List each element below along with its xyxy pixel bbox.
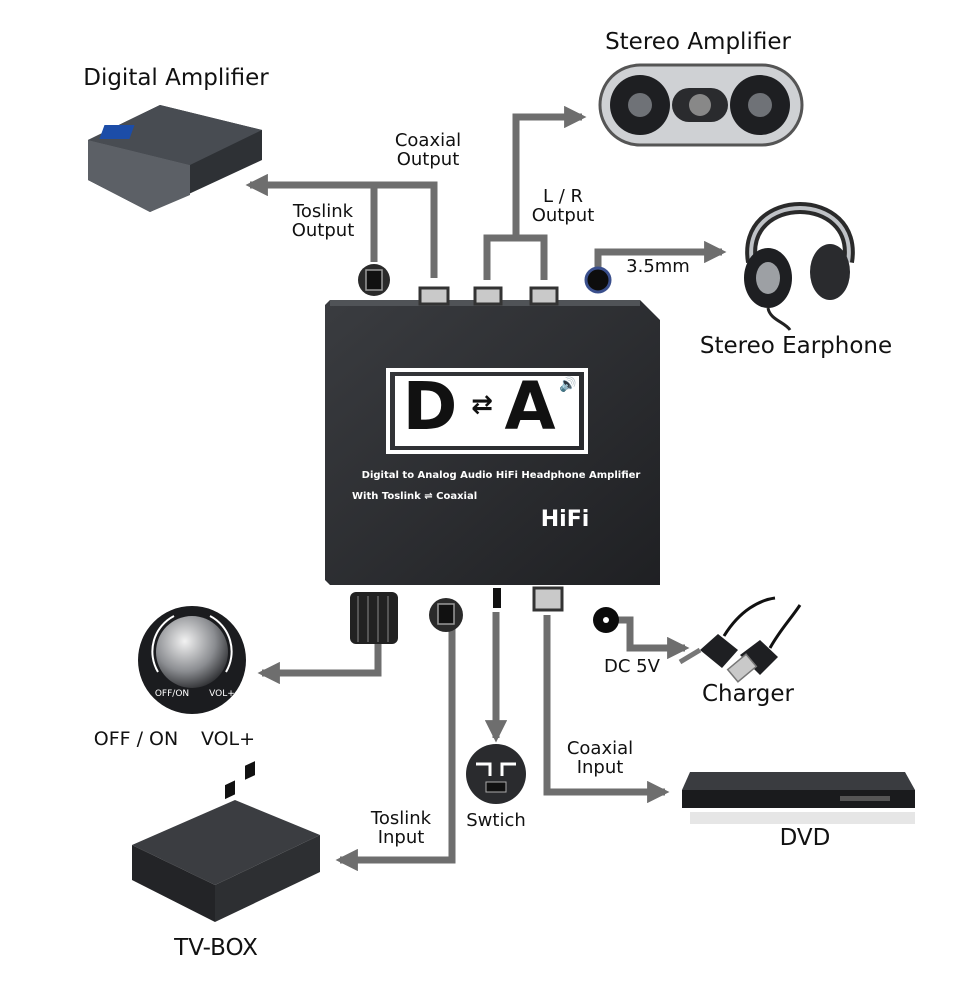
jack-port (584, 266, 612, 294)
line-knob (257, 640, 382, 685)
charger-image (678, 596, 802, 683)
label-toslink-input: Toslink Input (370, 808, 432, 848)
coaxial-output-port (418, 286, 450, 306)
knob-off-label: OFF/ON (154, 689, 190, 699)
switch-slider (493, 588, 501, 608)
dac-converter (325, 300, 660, 585)
label-dc-5v: DC 5V (604, 656, 660, 677)
lr-right-port (529, 286, 559, 306)
lr-left-port (473, 286, 503, 306)
logo-frame (386, 368, 588, 454)
line-lr-up (512, 105, 587, 238)
label-dvd: DVD (779, 825, 831, 851)
device-hifi: HiFi (540, 507, 590, 532)
switch-icon (466, 744, 526, 804)
digital-amplifier-image (88, 105, 262, 212)
stereo-amplifier-image (598, 63, 804, 147)
coaxial-input-port (532, 586, 564, 612)
line-lr-output (483, 234, 548, 280)
label-stereo-earphone: Stereo Earphone (699, 333, 893, 359)
headphones-image (744, 202, 855, 331)
connector-lines (245, 105, 727, 872)
label-coaxial-output: Coaxial Output (394, 130, 462, 170)
sound-icon: 🔊 (559, 377, 577, 393)
knob-vol-label: VOL+ (209, 689, 235, 699)
device-description: Digital to Analog Audio HiFi Headphone A… (361, 470, 641, 481)
label-3-5mm: 3.5mm (626, 256, 690, 277)
label-charger: Charger (702, 681, 794, 707)
top-ports (358, 264, 612, 306)
label-off-on: OFF / ON (93, 728, 179, 750)
label-vol: VOL+ (200, 728, 256, 750)
logo-d: D (402, 368, 458, 445)
bottom-ports (350, 586, 619, 644)
label-toslink-output: Toslink Output (291, 201, 355, 241)
label-lr-output: L / R Output (531, 186, 595, 226)
line-coaxial-output (374, 181, 438, 278)
label-coaxial-input: Coaxial Input (566, 738, 634, 778)
logo-arrows: ⇄ (471, 390, 493, 420)
label-stereo-amplifier: Stereo Amplifier (605, 29, 791, 55)
volume-knob-icon (138, 606, 246, 714)
line-earphone (594, 240, 727, 268)
tv-box-image (132, 761, 320, 922)
label-digital-amplifier: Digital Amplifier (83, 65, 269, 91)
label-switch: Swtich (466, 810, 526, 831)
device-description-2: With Toslink ⇌ Coaxial (352, 491, 478, 502)
logo-a: A (504, 368, 556, 445)
dvd-player-image (682, 772, 915, 824)
line-coaxial-input (543, 615, 670, 804)
label-tv-box: TV-BOX (174, 935, 258, 961)
volume-knob-small (350, 592, 398, 644)
line-toslink-input (335, 618, 456, 872)
